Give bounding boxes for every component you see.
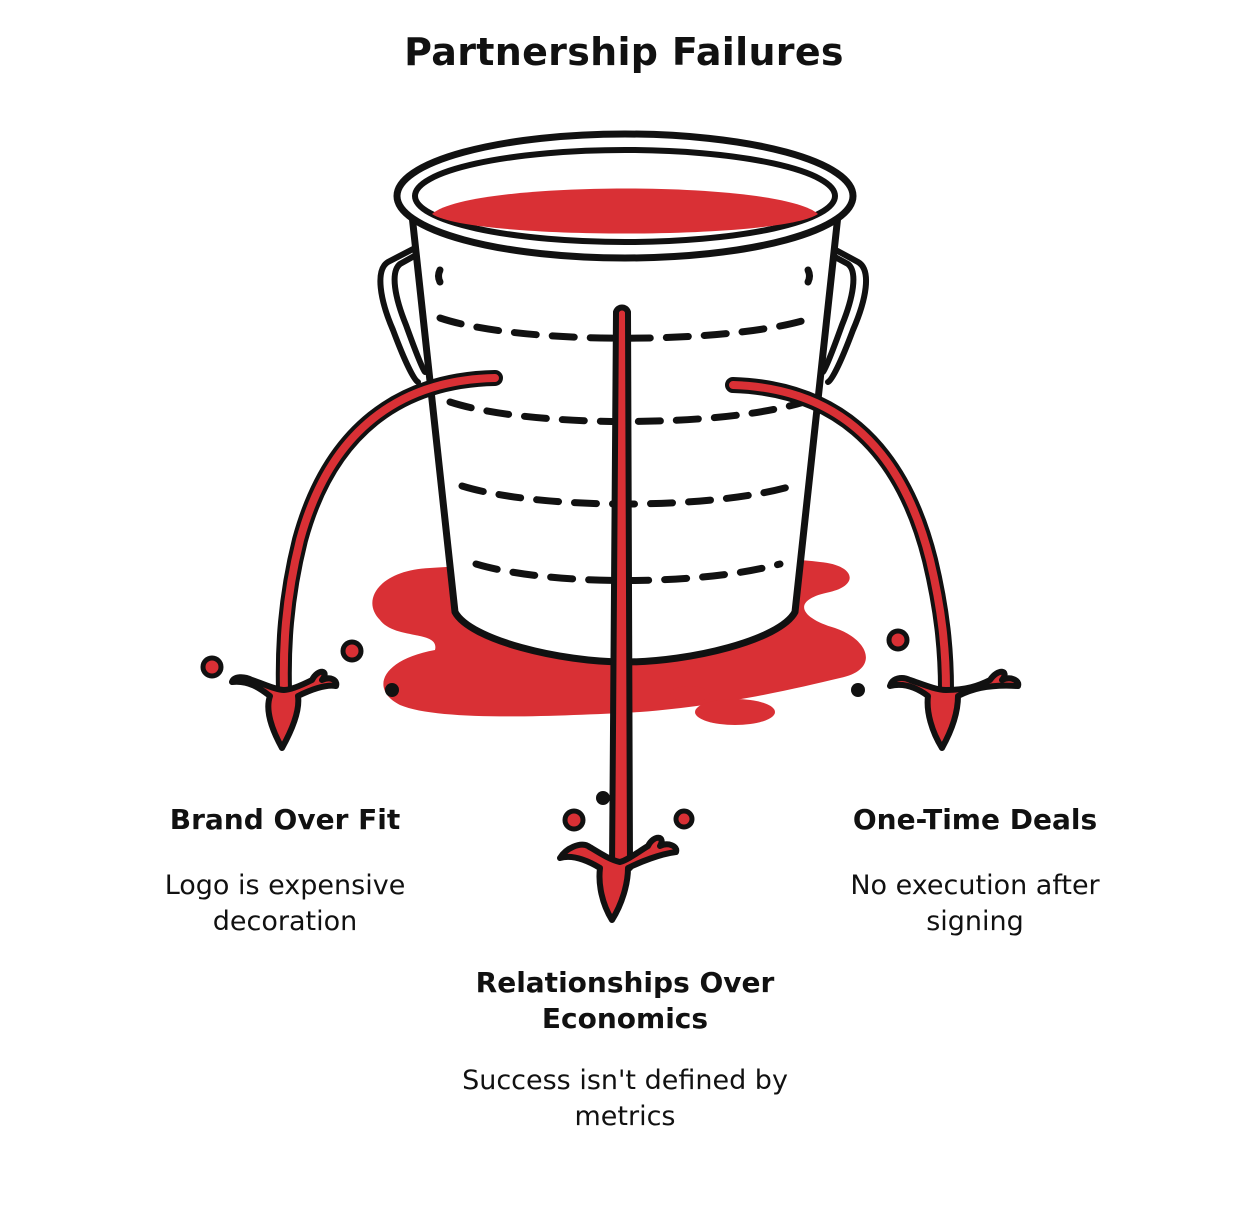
failure-one-time-deals: One-Time Deals No execution after signin… <box>810 802 1140 940</box>
failure-description: No execution after signing <box>850 870 1100 937</box>
failure-relationships-over-economics: Relationships Over Economics Success isn… <box>440 965 810 1135</box>
leak-stream-right <box>725 377 1022 751</box>
failure-brand-over-fit: Brand Over Fit Logo is expensive decorat… <box>130 802 440 940</box>
bucket-rim <box>393 130 857 262</box>
failure-heading: One-Time Deals <box>852 803 1098 836</box>
failure-heading: Brand Over Fit <box>169 803 401 836</box>
bucket-handle <box>377 245 869 385</box>
leak-stream-center <box>557 304 695 923</box>
diagram-title: Partnership Failures <box>404 30 844 74</box>
leak-stream-left <box>200 370 503 751</box>
failure-description: Success isn't defined by metrics <box>462 1065 788 1132</box>
failure-heading: Relationships Over Economics <box>475 966 775 1035</box>
failure-description: Logo is expensive decoration <box>164 870 406 937</box>
